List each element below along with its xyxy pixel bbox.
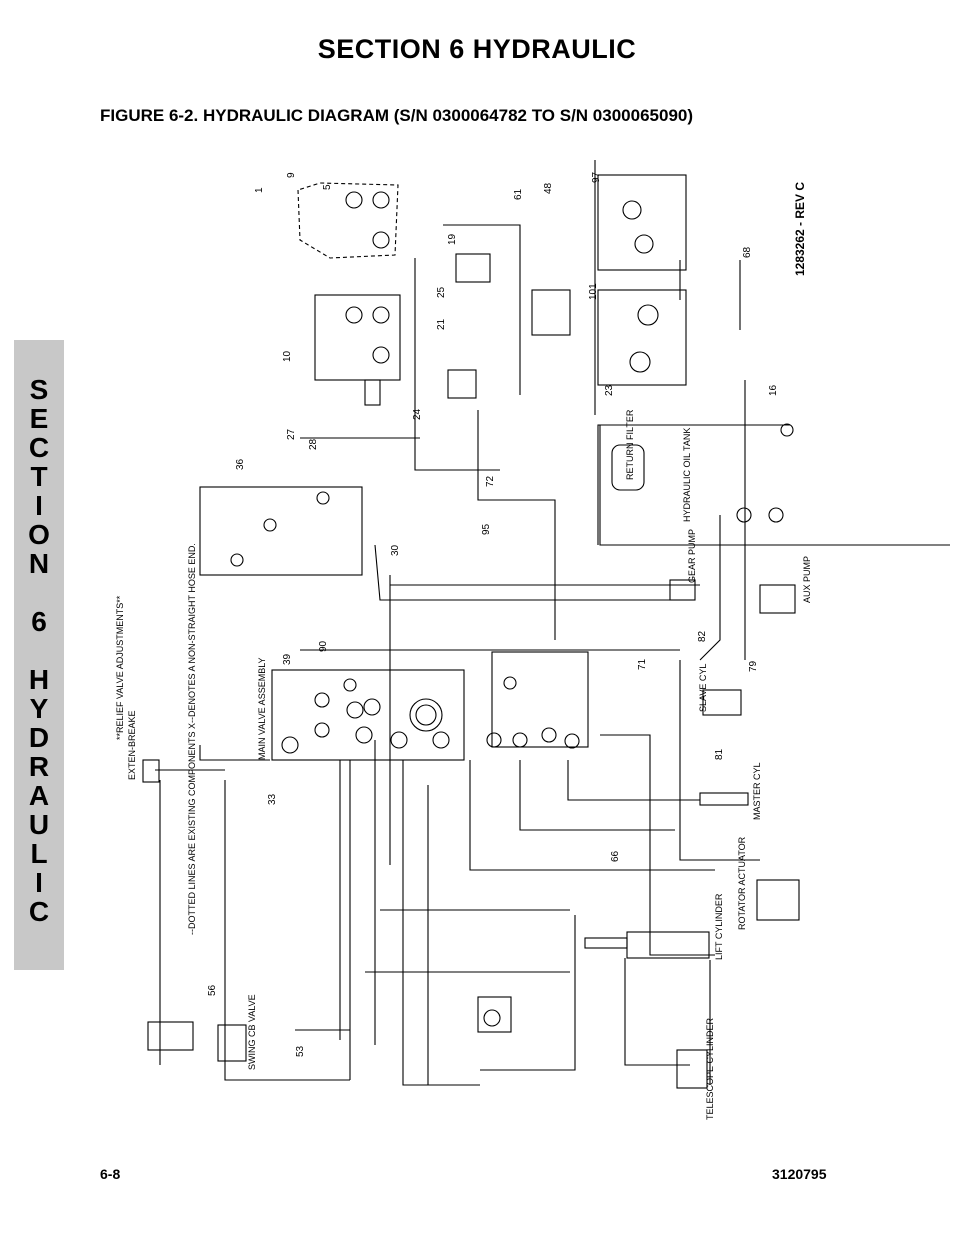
label-extend-brake: EXTEN-BREAKE [127, 710, 137, 780]
side-tab-letter: I [35, 490, 43, 521]
part-36: 36 [235, 458, 246, 470]
revision-label: 1283262 - REV C [793, 181, 808, 277]
part-39: 39 [282, 653, 293, 665]
part-48: 48 [543, 182, 554, 194]
side-tab-letter: S [29, 374, 49, 405]
label-slave-cyl: SLAVE CYL [698, 664, 708, 712]
label-main-valve: MAIN VALVE ASSEMBLY [257, 657, 267, 760]
part-53: 53 [295, 1045, 306, 1057]
part-24: 24 [412, 408, 423, 420]
part-16: 16 [768, 384, 779, 396]
document-number: 3120795 [772, 1166, 827, 1182]
part-79: 79 [748, 660, 759, 672]
page-title: SECTION 6 HYDRAULIC [317, 34, 637, 64]
side-tab-letter: R [28, 751, 50, 782]
part-71: 71 [637, 658, 648, 670]
side-tab-letter: H [28, 664, 50, 695]
label-telescope-cyl: TELESCOPE CYLINDER [705, 1017, 715, 1120]
part-90: 90 [318, 640, 329, 652]
part-61: 61 [513, 188, 524, 200]
label-return-filter: RETURN FILTER [625, 409, 635, 480]
side-tab-letter: E [29, 403, 49, 434]
side-tab-letter: O [28, 519, 50, 550]
side-tab-letter: T [30, 461, 48, 492]
side-tab-letter: A [28, 780, 50, 811]
part-23: 23 [604, 384, 615, 396]
part-30: 30 [390, 544, 401, 556]
label-aux-pump: AUX PUMP [802, 556, 812, 603]
side-tab-letter: Y [29, 693, 49, 724]
part-10: 10 [282, 350, 293, 362]
label-tank: HYDRAULIC OIL TANK [682, 428, 692, 522]
side-tab-letter: I [35, 867, 43, 898]
side-tab-letter: U [28, 809, 50, 840]
part-1: 1 [254, 187, 265, 193]
part-25: 25 [436, 286, 447, 298]
figure-title: FIGURE 6-2. HYDRAULIC DIAGRAM (S/N 03000… [100, 106, 694, 125]
label-relief-header: **RELIEF VALVE ADJUSTMENTS** [115, 595, 125, 740]
part-66: 66 [610, 850, 621, 862]
part-9: 9 [286, 172, 297, 178]
part-101: 101 [588, 283, 599, 300]
label-swing-valve: SWING CB VALVE [247, 994, 257, 1070]
side-tab-letter: L [30, 838, 48, 869]
part-27: 27 [286, 428, 297, 440]
page-number: 6-8 [100, 1166, 121, 1182]
label-master-cyl: MASTER CYL [752, 762, 762, 820]
part-72: 72 [485, 475, 496, 487]
part-5: 5 [322, 184, 333, 190]
side-tab-letter: 6 [31, 606, 47, 637]
part-97: 97 [591, 171, 602, 183]
label-lift-cylinder: LIFT CYLINDER [714, 893, 724, 960]
part-82: 82 [697, 630, 708, 642]
part-33: 33 [267, 793, 278, 805]
part-68: 68 [742, 246, 753, 258]
side-tab-letter: D [28, 722, 50, 753]
part-19: 19 [447, 233, 458, 245]
label-dotted-note: --DOTTED LINES ARE EXISTING COMPONENTS X… [187, 543, 197, 935]
side-tab-letter: N [28, 548, 50, 579]
side-tab-letter: C [28, 432, 50, 463]
part-95: 95 [481, 523, 492, 535]
part-56: 56 [207, 984, 218, 996]
part-28: 28 [308, 438, 319, 450]
part-81: 81 [714, 748, 725, 760]
label-gear-pump: GEAR PUMP [687, 529, 697, 583]
part-21: 21 [436, 318, 447, 330]
side-tab-letter: C [28, 896, 50, 927]
label-rotator-actuator: ROTATOR ACTUATOR [737, 836, 747, 930]
